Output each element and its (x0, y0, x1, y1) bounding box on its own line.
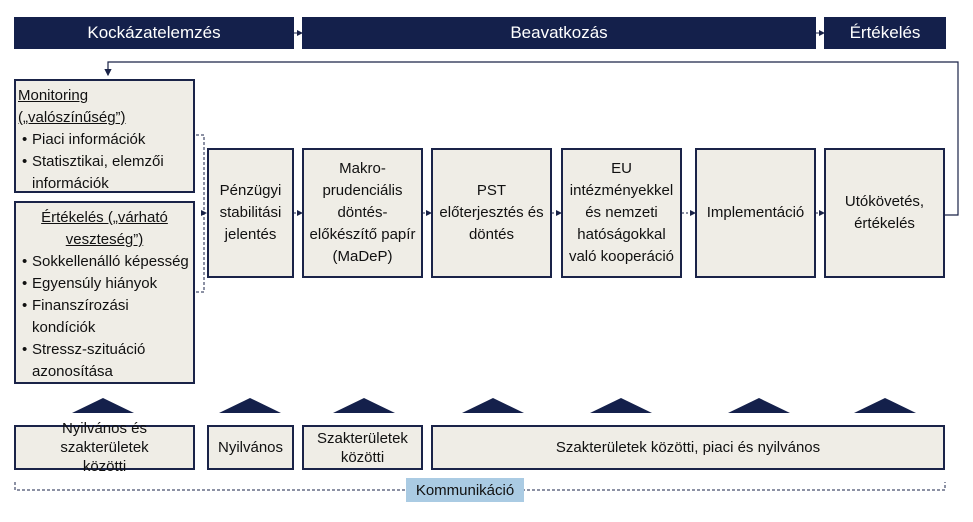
triangle-marker (72, 398, 134, 413)
evaluation-box: Értékelés („várható veszteség”) Sokkelle… (14, 201, 195, 384)
process-box-cooperation: EU intézményekkel és nemzeti hatóságokka… (561, 148, 682, 278)
evaluation-item: Egyensúly hiányok (16, 273, 193, 295)
audience-box-internal: Szakterületek közötti (302, 425, 423, 470)
process-box-pst-decision: PST előterjesztés és döntés (431, 148, 552, 278)
phase-header-intervention: Beavatkozás (302, 17, 816, 49)
feedback-loop-line (104, 61, 959, 216)
evaluation-item: Finanszírozási kondíciók (16, 295, 193, 339)
evaluation-item: Sokkellenálló képesség (16, 251, 193, 273)
triangle-marker (333, 398, 395, 413)
monitoring-item: Piaci információk (16, 129, 193, 151)
evaluation-item: Stressz-szituáció azonosítása (16, 339, 193, 383)
monitoring-box: Monitoring („valószínűség”) Piaci inform… (14, 79, 195, 193)
communication-label: Kommunikáció (406, 478, 524, 502)
monitoring-title: Monitoring („valószínűség”) (18, 87, 126, 126)
triangle-marker (590, 398, 652, 413)
monitoring-item: Statisztikai, elemzői információk (16, 151, 193, 195)
process-box-stability-report: Pénzügyi stabilitási jelentés (207, 148, 294, 278)
process-box-implementation: Implementáció (695, 148, 816, 278)
audience-box-public-and-internal: Nyilvános és szakterületek közötti (14, 420, 195, 475)
analysis-bracket (196, 134, 205, 293)
triangle-marker (854, 398, 916, 413)
evaluation-title: Értékelés („várható veszteség”) (41, 209, 168, 248)
triangle-marker (219, 398, 281, 413)
phase-header-evaluation: Értékelés (824, 17, 946, 49)
triangle-marker (728, 398, 790, 413)
audience-box-all: Szakterületek közötti, piaci és nyilváno… (431, 425, 945, 470)
triangle-marker (462, 398, 524, 413)
process-box-madep: Makro- prudenciális döntés- előkészítő p… (302, 148, 423, 278)
process-box-follow-up: Utókövetés, értékelés (824, 148, 945, 278)
audience-box-public: Nyilvános (207, 425, 294, 470)
phase-header-risk-analysis: Kockázatelemzés (14, 17, 294, 49)
